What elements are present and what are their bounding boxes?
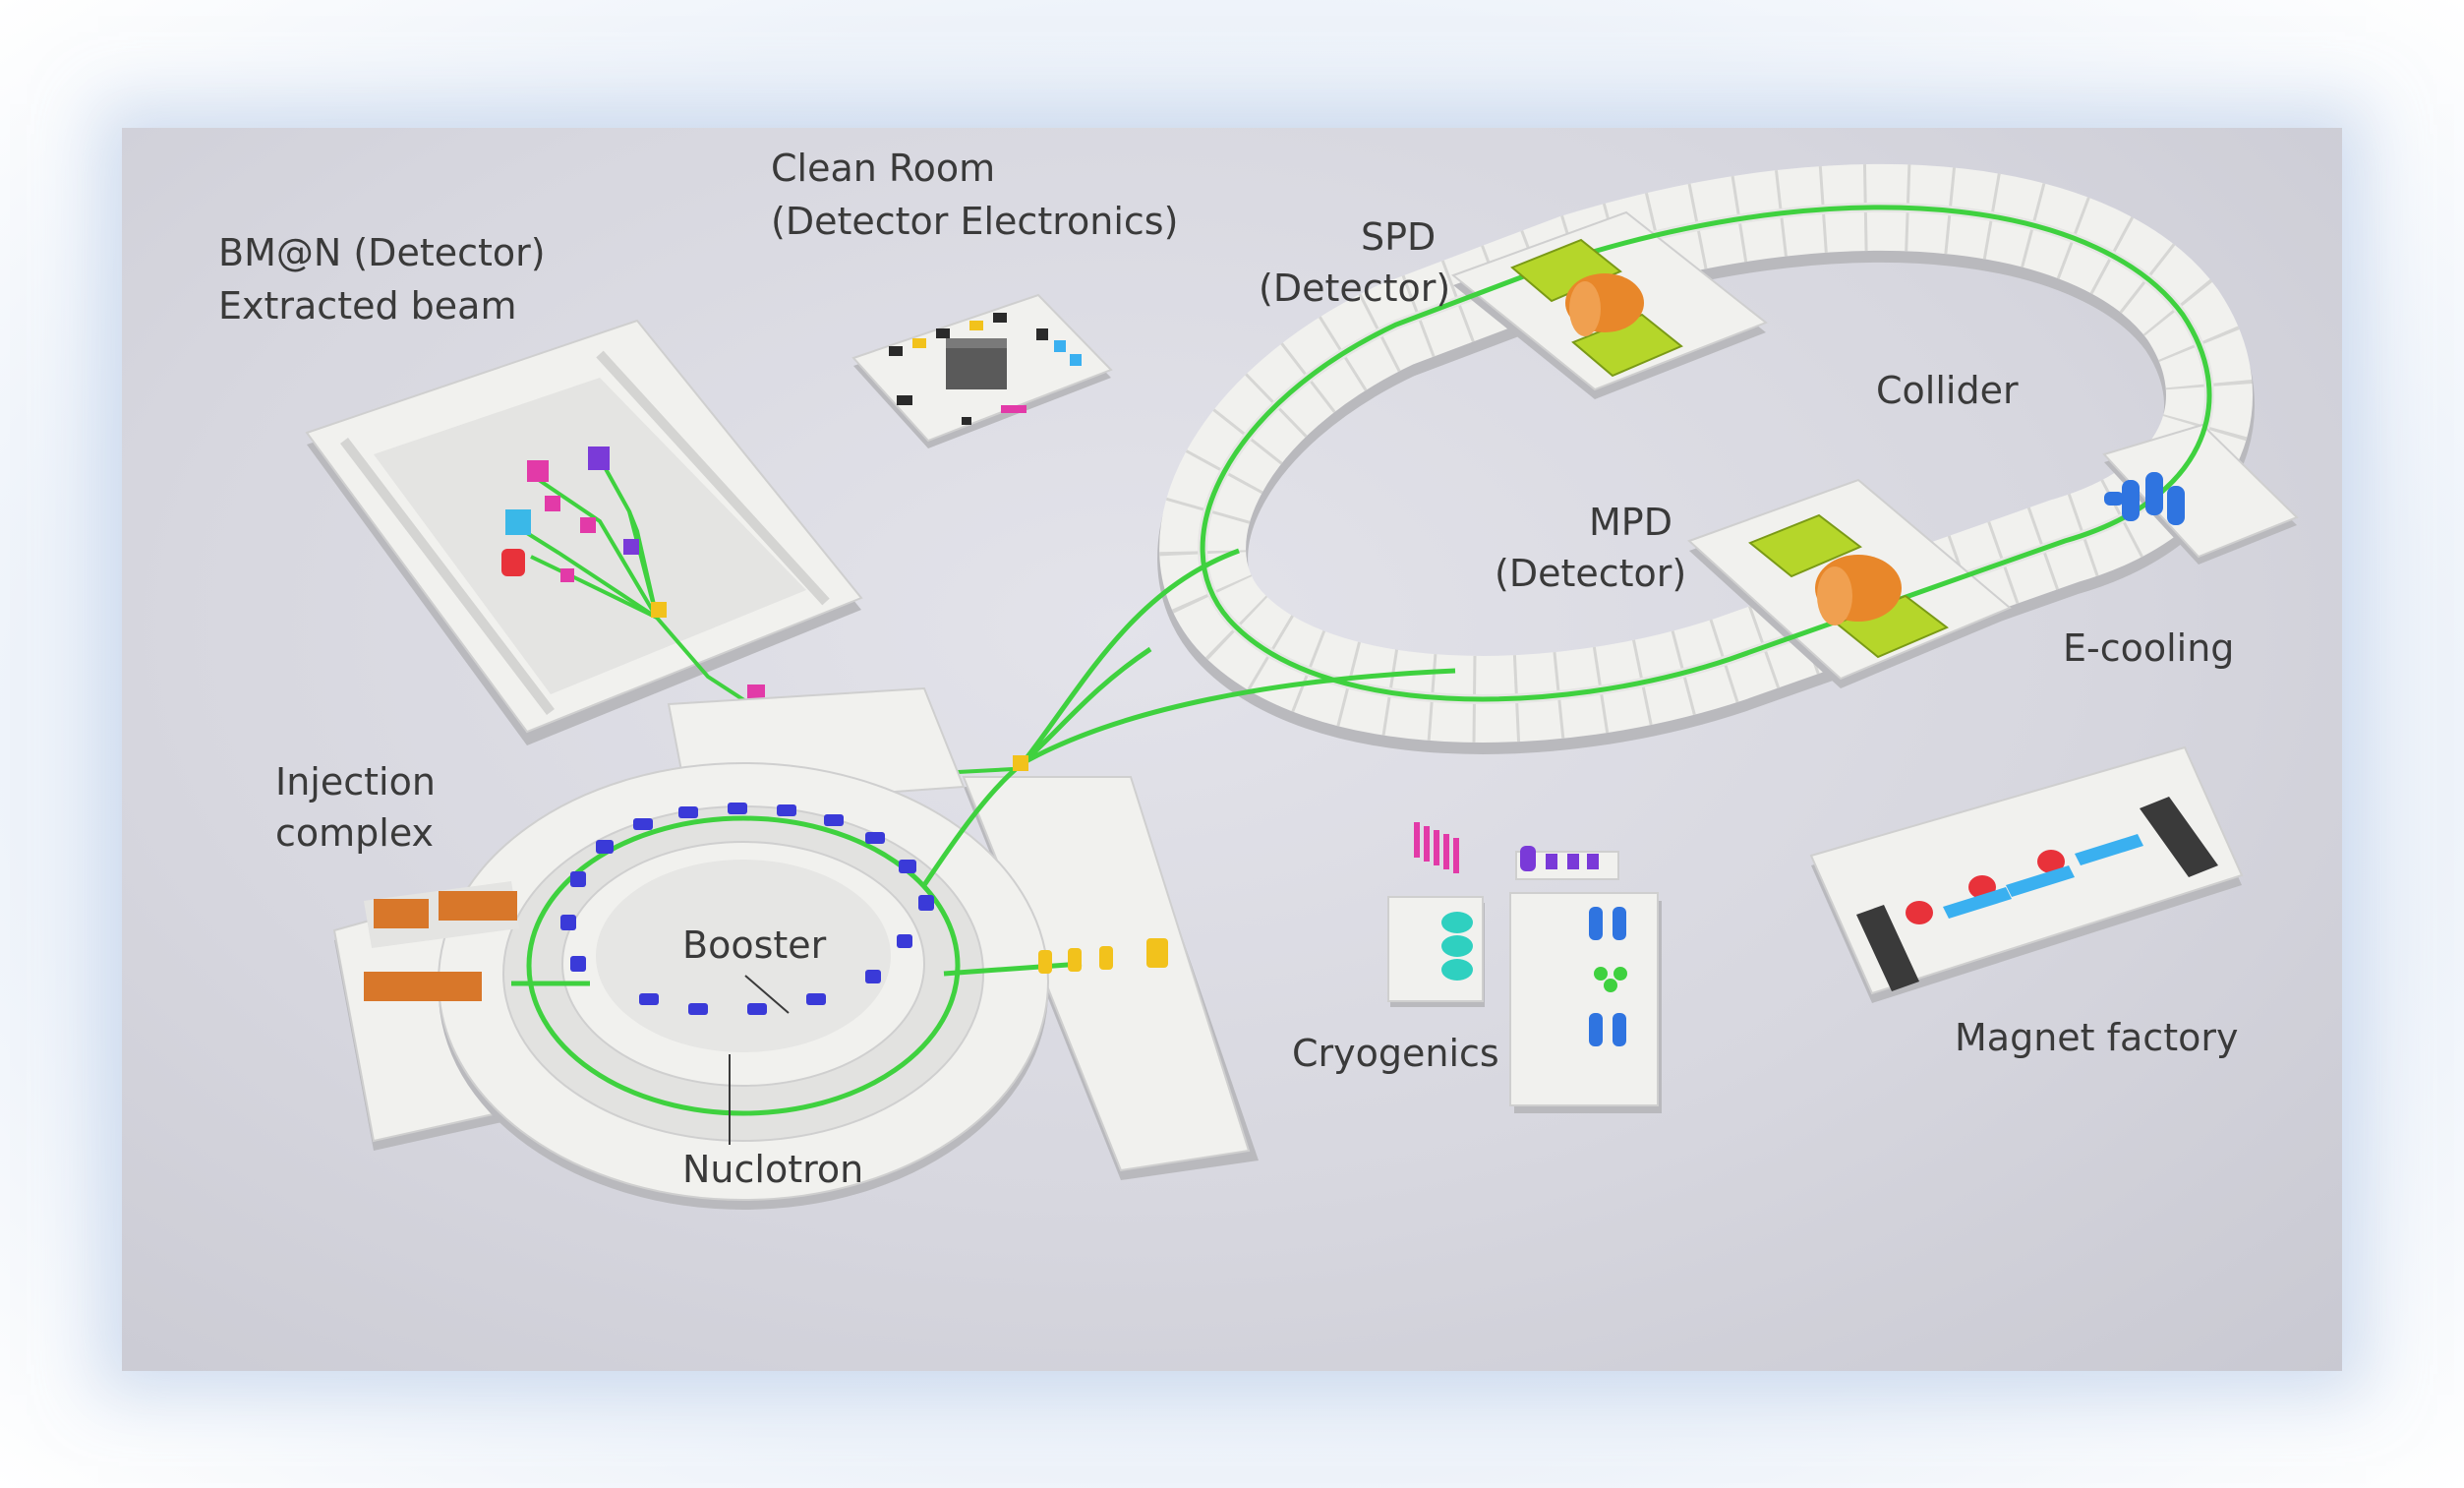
injection-complex-structure — [332, 686, 1259, 1210]
booster-pointer — [729, 975, 790, 1145]
spd-label-line1: SPD — [1361, 215, 1437, 259]
cryogenics-area — [1387, 822, 1662, 1113]
spd-label-line2: (Detector) — [1259, 267, 1451, 310]
ecooling-unit — [2104, 472, 2185, 525]
collider-label: Collider — [1876, 369, 2019, 412]
mpd-detector — [1748, 513, 1949, 659]
bmn-detectors — [501, 446, 865, 787]
mpd-label-line1: MPD — [1589, 501, 1672, 544]
nuclotron-magnets — [560, 803, 934, 1015]
spd-detector — [1510, 238, 1683, 378]
clean-room-label-line2: (Detector Electronics) — [771, 200, 1179, 243]
ecooling-label: E-cooling — [2063, 626, 2235, 670]
cryogenics-label: Cryogenics — [1292, 1032, 1499, 1075]
magnet-factory-area — [1809, 745, 2244, 1003]
bmn-label-line1: BM@N (Detector) — [218, 231, 546, 274]
mpd-label-line2: (Detector) — [1495, 552, 1687, 595]
nuclotron-beamline — [511, 761, 1083, 1116]
injection-linacs — [364, 755, 1168, 1001]
nuclotron-label: Nuclotron — [682, 1148, 864, 1191]
magnet-factory-label: Magnet factory — [1955, 1016, 2239, 1059]
booster-label: Booster — [682, 923, 827, 967]
clean-room — [851, 293, 1113, 448]
bmn-label-line2: Extracted beam — [218, 284, 517, 327]
injection-label-line1: Injection — [275, 760, 436, 804]
clean-room-label-line1: Clean Room — [771, 147, 996, 190]
injection-label-line2: complex — [275, 811, 435, 855]
